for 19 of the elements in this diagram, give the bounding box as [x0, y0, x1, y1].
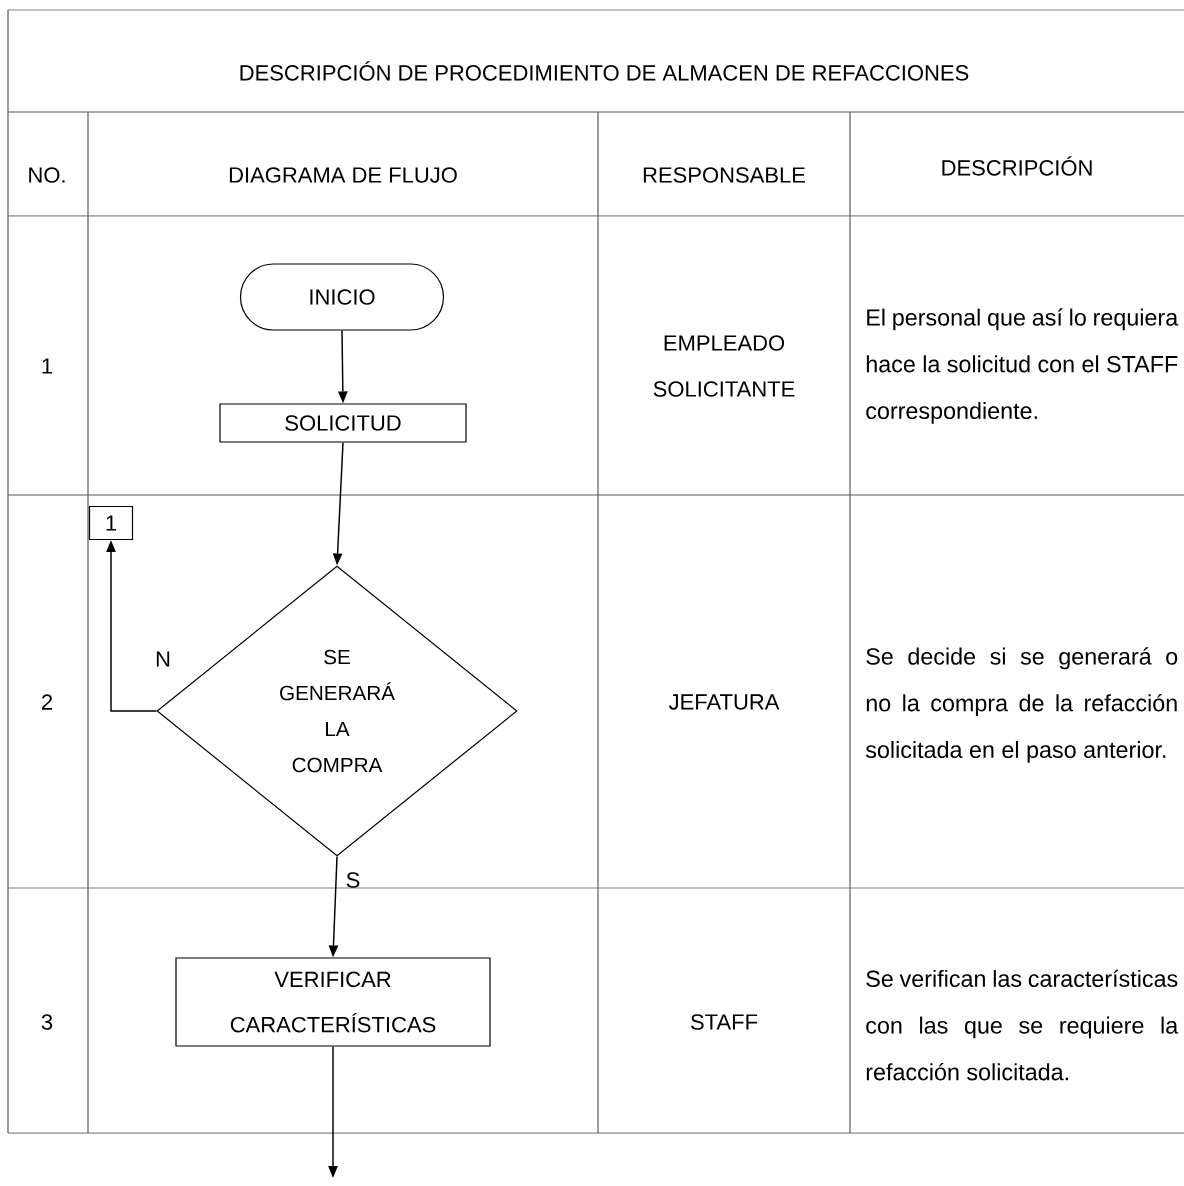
edge-label: S	[346, 872, 360, 888]
table-title: DESCRIPCIÓN DE PROCEDIMIENTO DE ALMACEN DE REFACCIONES	[240, 61, 969, 81]
description-cell: Se decide si se generará o no la compra de la refacción solicitada en el paso anterior.	[865, 647, 1178, 763]
process-box: SOLICITUD	[219, 403, 467, 443]
responsible-cell: EMPLEADO SOLICITANTE	[653, 335, 795, 397]
description-cell: Se verifican las características con las que se requiere la refacción solicitada.	[866, 969, 1179, 1081]
description-cell: El personal que así lo requiera hace la solicitud con el STAFF correspondiente.	[866, 308, 1179, 424]
edge-label: N	[156, 651, 170, 667]
process-box: VERIFICAR CARACTERÍSTICAS	[175, 957, 491, 1047]
connector-box: 1	[88, 505, 134, 541]
step-number: 2	[42, 694, 52, 710]
step-number: 1	[42, 358, 53, 374]
header-cell: DESCRIPCIÓN	[942, 156, 1092, 176]
header-cell: RESPONSABLE	[643, 167, 805, 183]
responsible-cell: STAFF	[691, 1014, 758, 1030]
responsible-cell: JEFATURA	[668, 694, 780, 710]
header-cell: NO.	[29, 167, 65, 183]
header-cell: DIAGRAMA DE FLUJO	[229, 167, 457, 183]
step-number: 3	[41, 1014, 53, 1030]
